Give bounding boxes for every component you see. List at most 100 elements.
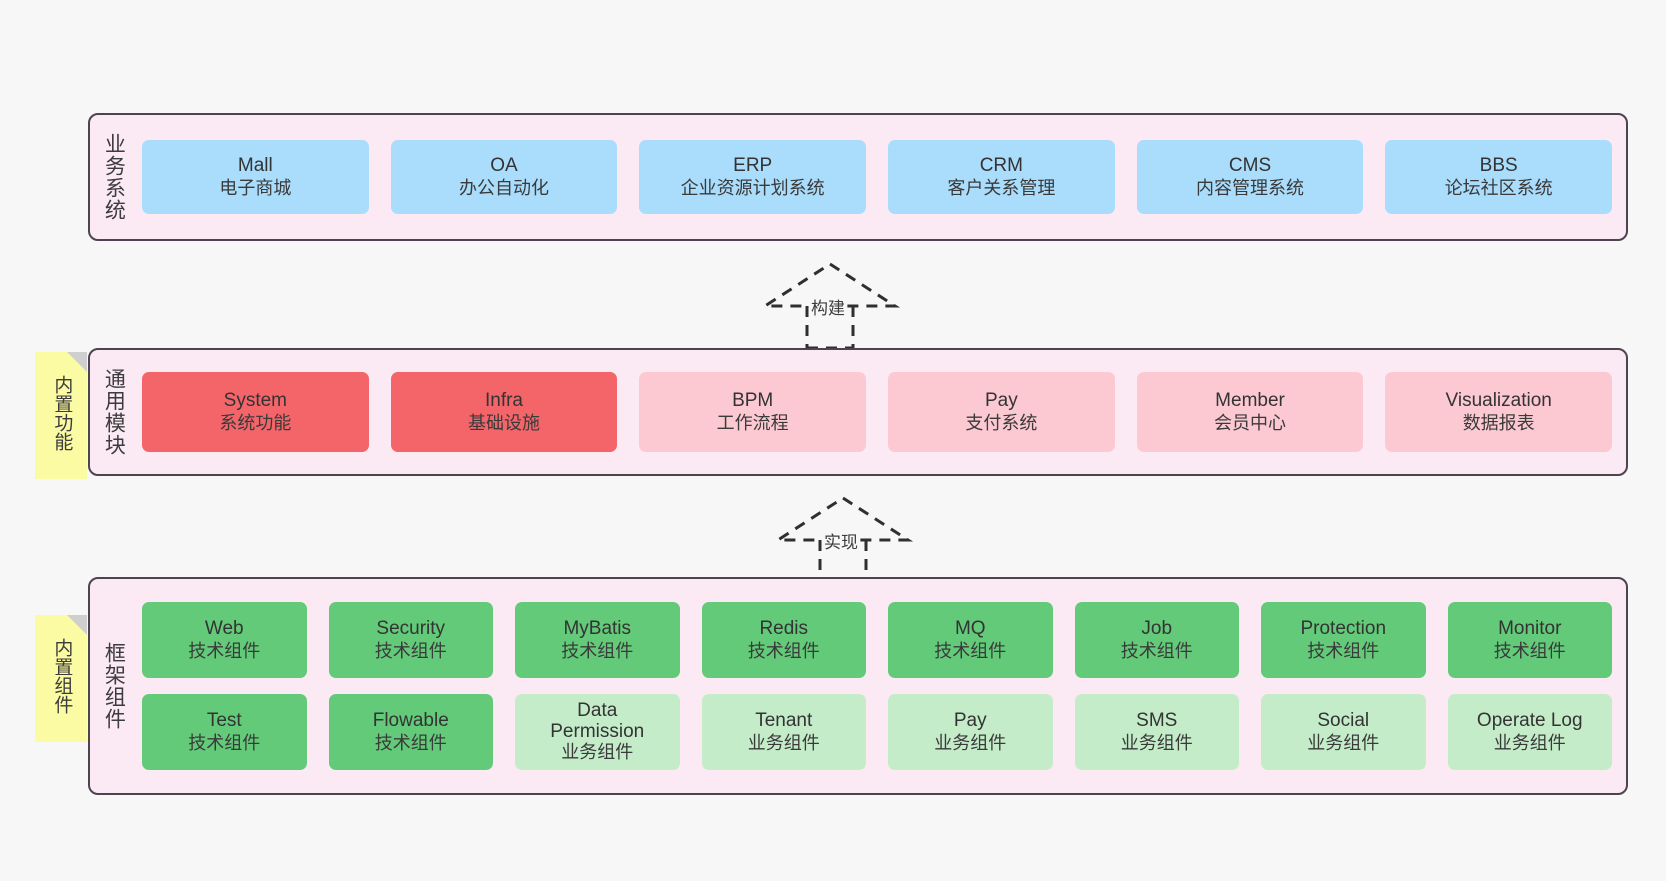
node-title: Monitor (1498, 618, 1562, 640)
row: System 系统功能 Infra 基础设施 BPM 工作流程 Pay 支付系统… (142, 372, 1613, 452)
node-title: Pay (984, 390, 1018, 412)
node-subtitle: 系统功能 (219, 412, 292, 433)
layer-title-framework-components: 框架组件 (102, 642, 126, 730)
layer-common-modules[interactable]: 通用模块 System 系统功能 Infra 基础设施 BPM 工作流程 Pay… (88, 348, 1628, 476)
node-security[interactable]: Security 技术组件 (328, 602, 493, 678)
node-oa[interactable]: OA 办公自动化 (390, 140, 618, 214)
row: Test 技术组件 Flowable 技术组件 Data Permission … (142, 694, 1612, 770)
node-monitor[interactable]: Monitor 技术组件 (1447, 602, 1612, 678)
node-title: Infra (484, 390, 524, 412)
node-subtitle: 内容管理系统 (1196, 177, 1305, 198)
node-tenant[interactable]: Tenant 业务组件 (701, 694, 866, 770)
layer-business-systems[interactable]: 业务系统 Mall 电子商城 OA 办公自动化 ERP 企业资源计划系统 CRM… (88, 113, 1628, 241)
node-operate-log[interactable]: Operate Log 业务组件 (1447, 694, 1612, 770)
node-subtitle: 客户关系管理 (947, 177, 1056, 198)
node-subtitle: 技术组件 (188, 640, 261, 661)
sticky-note-builtin-components: 内置组件 (35, 615, 87, 742)
node-test[interactable]: Test 技术组件 (142, 694, 307, 770)
node-title: MQ (954, 618, 986, 640)
node-redis[interactable]: Redis 技术组件 (701, 602, 866, 678)
node-job[interactable]: Job 技术组件 (1074, 602, 1239, 678)
node-title: Visualization (1445, 390, 1552, 412)
node-cms[interactable]: CMS 内容管理系统 (1136, 140, 1364, 214)
note-fold-corner-icon (67, 352, 87, 372)
node-pay[interactable]: Pay 支付系统 (888, 372, 1115, 452)
row: Mall 电子商城 OA 办公自动化 ERP 企业资源计划系统 CRM 客户关系… (142, 140, 1613, 214)
node-subtitle: 业务组件 (747, 732, 820, 753)
node-title: Job (1141, 618, 1173, 640)
layer-framework-components[interactable]: 框架组件 Web 技术组件 Security 技术组件 MyBatis 技术组件… (88, 577, 1628, 795)
node-subtitle: 技术组件 (747, 640, 820, 661)
node-title: Tenant (755, 710, 813, 732)
node-subtitle: 业务组件 (1120, 732, 1193, 753)
node-title: Operate Log (1476, 710, 1583, 732)
node-subtitle: 技术组件 (561, 640, 634, 661)
node-subtitle: 技术组件 (934, 640, 1007, 661)
node-erp[interactable]: ERP 企业资源计划系统 (639, 140, 867, 214)
node-subtitle: 业务组件 (934, 732, 1007, 753)
node-title: CRM (979, 155, 1023, 177)
node-title: MyBatis (563, 618, 632, 640)
node-subtitle: 技术组件 (374, 640, 447, 661)
node-visualization[interactable]: Visualization 数据报表 (1385, 372, 1613, 452)
node-subtitle: 基础设施 (468, 412, 540, 433)
node-subtitle: 企业资源计划系统 (680, 177, 825, 198)
layer-body-common-modules: System 系统功能 Infra 基础设施 BPM 工作流程 Pay 支付系统… (136, 350, 1626, 474)
node-subtitle: 业务组件 (561, 742, 634, 763)
node-subtitle: 业务组件 (1307, 732, 1380, 753)
node-subtitle: 业务组件 (1493, 732, 1566, 753)
node-subtitle: 技术组件 (188, 732, 261, 753)
layer-title-common-modules: 通用模块 (102, 368, 126, 456)
node-title: Pay (953, 710, 987, 732)
node-bpm[interactable]: BPM 工作流程 (639, 372, 867, 452)
node-subtitle: 支付系统 (965, 412, 1038, 433)
node-protection[interactable]: Protection 技术组件 (1261, 602, 1426, 678)
node-social[interactable]: Social 业务组件 (1261, 694, 1426, 770)
node-title: SMS (1136, 710, 1178, 732)
node-subtitle: 会员中心 (1214, 412, 1287, 433)
node-title: Data Permission (550, 699, 645, 743)
sticky-note-builtin-features: 内置功能 (35, 352, 87, 479)
node-title: Mall (237, 155, 273, 177)
node-member[interactable]: Member 会员中心 (1136, 372, 1364, 452)
node-flowable[interactable]: Flowable 技术组件 (328, 694, 493, 770)
node-subtitle: 技术组件 (374, 732, 447, 753)
node-system[interactable]: System 系统功能 (142, 372, 369, 452)
node-title: Protection (1300, 618, 1387, 640)
layer-body-framework-components: Web 技术组件 Security 技术组件 MyBatis 技术组件 Redi… (136, 579, 1626, 793)
node-mybatis[interactable]: MyBatis 技术组件 (515, 602, 680, 678)
node-subtitle: 技术组件 (1307, 640, 1380, 661)
connector-label-build: 构建 (809, 294, 847, 319)
note-fold-corner-icon (67, 615, 87, 635)
node-pay-business[interactable]: Pay 业务组件 (888, 694, 1053, 770)
node-crm[interactable]: CRM 客户关系管理 (888, 140, 1115, 214)
node-title: Flowable (372, 710, 449, 732)
node-title: OA (490, 155, 518, 177)
node-bbs[interactable]: BBS 论坛社区系统 (1385, 140, 1613, 214)
connector-build: 构建 (755, 258, 905, 350)
connector-implement: 实现 (768, 492, 918, 584)
node-title: BPM (732, 390, 774, 412)
node-subtitle: 工作流程 (716, 412, 789, 433)
node-subtitle: 电子商城 (219, 177, 292, 198)
layer-body-business-systems: Mall 电子商城 OA 办公自动化 ERP 企业资源计划系统 CRM 客户关系… (136, 115, 1626, 239)
node-subtitle: 论坛社区系统 (1444, 177, 1553, 198)
node-web[interactable]: Web 技术组件 (142, 602, 307, 678)
node-mall[interactable]: Mall 电子商城 (142, 140, 369, 214)
node-title: CMS (1228, 155, 1272, 177)
node-subtitle: 办公自动化 (459, 177, 549, 198)
node-sms[interactable]: SMS 业务组件 (1074, 694, 1239, 770)
node-title: Member (1215, 390, 1285, 412)
node-title: ERP (733, 155, 773, 177)
connector-label-implement: 实现 (822, 528, 860, 553)
node-title: Redis (759, 618, 809, 640)
node-title: Test (206, 710, 242, 732)
node-title: Security (376, 618, 446, 640)
node-subtitle: 技术组件 (1120, 640, 1193, 661)
node-title: BBS (1479, 155, 1518, 177)
node-mq[interactable]: MQ 技术组件 (888, 602, 1053, 678)
node-title: Web (204, 618, 244, 640)
node-data-permission[interactable]: Data Permission 业务组件 (515, 694, 680, 770)
sticky-note-label: 内置功能 (51, 374, 73, 451)
node-infra[interactable]: Infra 基础设施 (390, 372, 618, 452)
